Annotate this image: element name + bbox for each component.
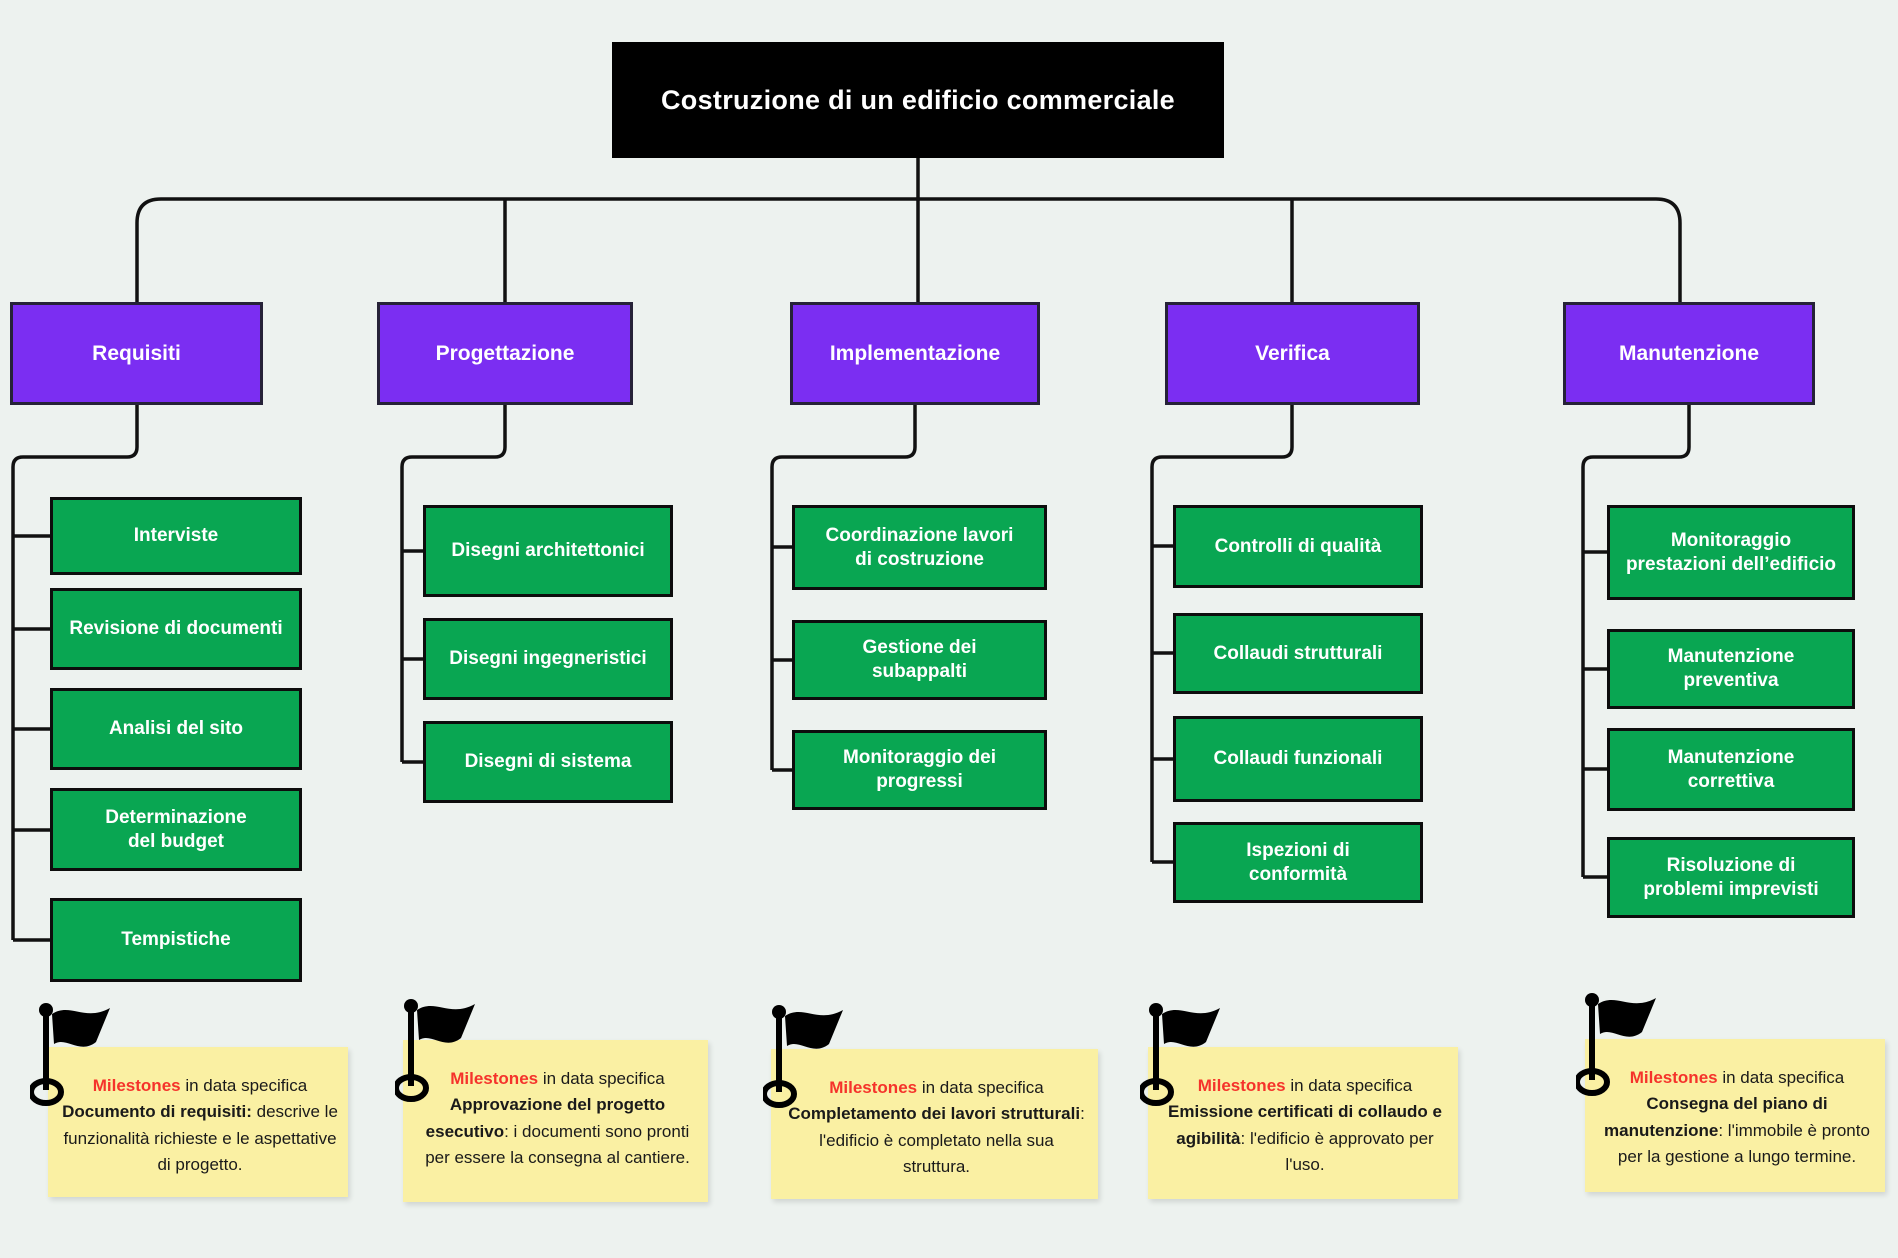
task-label: Collaudi funzionali: [1213, 748, 1383, 770]
task-label: Manutenzione correttiva: [1667, 746, 1795, 792]
task-box: Risoluzione di problemi imprevisti: [1607, 837, 1855, 918]
milestone-note: Milestones in data specifica Documento d…: [48, 1047, 348, 1197]
milestone-description: : l'edificio è completato nella sua stru…: [819, 1104, 1085, 1177]
diagram-title-box: Costruzione di un edificio commerciale: [612, 42, 1224, 158]
milestone-heading: Milestones in data specifica: [62, 1073, 338, 1099]
milestone-event: Approvazione del progetto esecutivo: [425, 1095, 666, 1141]
milestone-flag-icon: [1574, 990, 1676, 1102]
task-label: Gestione dei subappalti: [862, 637, 977, 682]
task-label: Revisione di documenti: [69, 618, 283, 640]
task-label: Monitoraggio prestazioni dell’edificio: [1625, 529, 1837, 575]
task-label: Manutenzione preventiva: [1667, 646, 1795, 691]
phase-label: Requisiti: [92, 341, 181, 365]
milestone-description: : l'immobile è pronto per la gestione a …: [1617, 1120, 1870, 1167]
task-label: Monitoraggio dei progressi: [842, 747, 997, 792]
milestone-body: Approvazione del progetto esecutivo: i d…: [417, 1092, 698, 1171]
milestone-heading-rest: in data specifica: [1717, 1068, 1845, 1087]
task-box: Tempistiche: [50, 898, 302, 982]
task-box: Collaudi funzionali: [1173, 716, 1423, 802]
milestone-heading: Milestones in data specifica: [1599, 1065, 1875, 1091]
milestone-keyword: Milestones: [450, 1069, 539, 1088]
milestone-keyword: Milestones: [1629, 1068, 1718, 1087]
milestone-note: Milestones in data specifica Completamen…: [771, 1049, 1098, 1199]
phase-label: Progettazione: [435, 341, 575, 365]
task-label: Determinazione del budget: [105, 806, 247, 852]
milestone-event: Completamento dei lavori strutturali: [788, 1104, 1081, 1124]
task-box: Determinazione del budget: [50, 788, 302, 871]
milestone-heading-rest: in data specifica: [180, 1076, 308, 1095]
milestone-body: Documento di requisiti: descrive le funz…: [62, 1099, 338, 1178]
phase-label: Implementazione: [829, 341, 1001, 365]
milestone-description: : i documenti sono pronti per essere la …: [425, 1121, 690, 1168]
task-label: Disegni ingegneristici: [449, 648, 647, 670]
task-label: Collaudi strutturali: [1213, 642, 1383, 664]
task-box: Disegni ingegneristici: [423, 618, 673, 700]
phase-box-requisiti: Requisiti: [10, 302, 263, 405]
milestone-heading: Milestones in data specifica: [417, 1066, 698, 1092]
task-box: Manutenzione preventiva: [1607, 629, 1855, 709]
milestone-heading-rest: in data specifica: [917, 1078, 1044, 1097]
milestone-note: Milestones in data specifica Emissione c…: [1148, 1047, 1458, 1199]
milestone-flag-icon: [28, 1000, 130, 1112]
task-label: Risoluzione di problemi imprevisti: [1643, 854, 1819, 900]
milestone-event: Emissione certificati di collaudo e agib…: [1168, 1102, 1442, 1148]
task-box: Revisione di documenti: [50, 588, 302, 670]
phase-label: Manutenzione: [1619, 341, 1759, 365]
milestone-heading-rest: in data specifica: [538, 1069, 665, 1088]
milestone-heading: Milestones in data specifica: [785, 1075, 1088, 1101]
task-label: Interviste: [133, 525, 219, 547]
task-box: Disegni architettonici: [423, 505, 673, 597]
milestone-heading-rest: in data specifica: [1285, 1076, 1413, 1095]
diagram-title: Costruzione di un edificio commerciale: [661, 84, 1175, 115]
milestone-event: Consegna del piano di manutenzione: [1604, 1094, 1828, 1140]
milestone-event: Documento di requisiti:: [62, 1102, 252, 1122]
task-label: Ispezioni di conformità: [1246, 839, 1350, 885]
task-box: Manutenzione correttiva: [1607, 728, 1855, 811]
milestone-keyword: Milestones: [829, 1078, 918, 1097]
task-label: Tempistiche: [121, 929, 231, 951]
task-label: Disegni di sistema: [464, 751, 632, 773]
phase-box-implementazione: Implementazione: [790, 302, 1040, 405]
task-box: Ispezioni di conformità: [1173, 822, 1423, 903]
task-label: Analisi del sito: [108, 718, 244, 740]
phase-box-verifica: Verifica: [1165, 302, 1420, 405]
milestone-description: descrive le funzionalità richieste e le …: [63, 1102, 338, 1175]
phase-label: Verifica: [1255, 341, 1330, 365]
phase-box-manutenzione: Manutenzione: [1563, 302, 1815, 405]
milestone-keyword: Milestones: [1197, 1076, 1286, 1095]
milestone-note: Milestones in data specifica Consegna de…: [1585, 1039, 1885, 1192]
task-box: Disegni di sistema: [423, 721, 673, 803]
milestone-flag-icon: [761, 1002, 863, 1114]
task-label: Disegni architettonici: [451, 540, 645, 562]
task-box: Coordinazione lavori di costruzione: [792, 505, 1047, 590]
task-box: Monitoraggio prestazioni dell’edificio: [1607, 505, 1855, 600]
task-label: Controlli di qualità: [1214, 535, 1382, 557]
milestone-note: Milestones in data specifica Approvazion…: [403, 1040, 708, 1202]
milestone-flag-icon: [1138, 1000, 1240, 1112]
task-box: Gestione dei subappalti: [792, 620, 1047, 700]
task-box: Controlli di qualità: [1173, 505, 1423, 588]
milestone-body: Completamento dei lavori strutturali: l'…: [785, 1101, 1088, 1180]
milestone-keyword: Milestones: [92, 1076, 181, 1095]
milestone-body: Emissione certificati di collaudo e agib…: [1162, 1099, 1448, 1178]
task-label: Coordinazione lavori di costruzione: [825, 524, 1014, 570]
phase-box-progettazione: Progettazione: [377, 302, 633, 405]
milestone-description: : l'edificio è approvato per l'uso.: [1240, 1128, 1434, 1175]
task-box: Collaudi strutturali: [1173, 613, 1423, 694]
milestone-body: Consegna del piano di manutenzione: l'im…: [1599, 1091, 1875, 1170]
task-box: Interviste: [50, 497, 302, 575]
task-box: Analisi del sito: [50, 688, 302, 770]
task-box: Monitoraggio dei progressi: [792, 730, 1047, 810]
milestone-heading: Milestones in data specifica: [1162, 1073, 1448, 1099]
milestone-flag-icon: [393, 996, 495, 1108]
